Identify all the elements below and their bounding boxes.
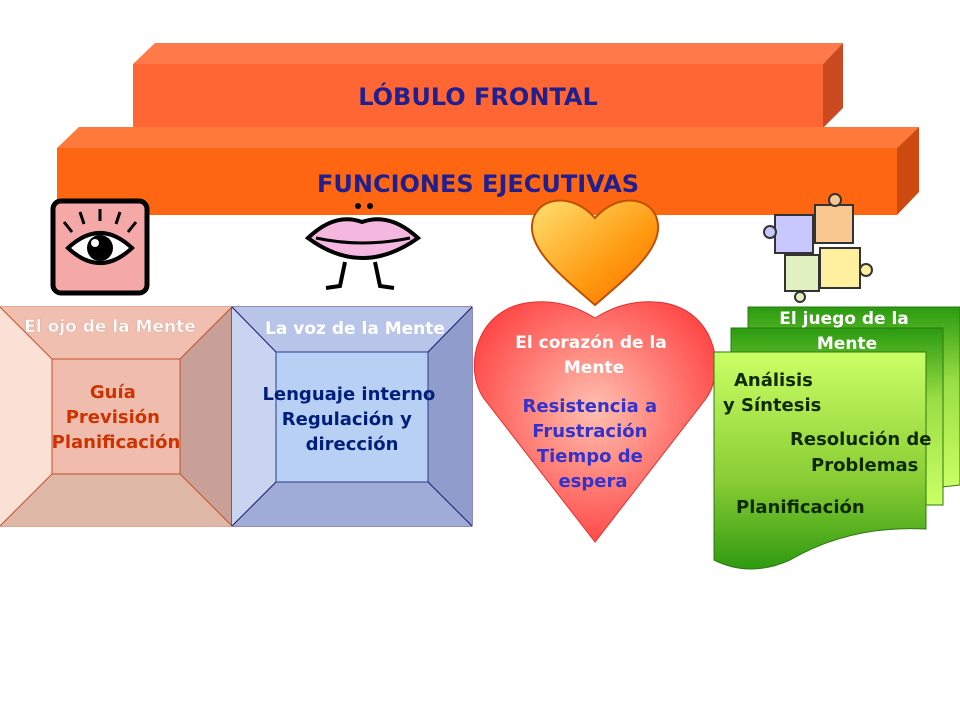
- card-line: Previsión: [66, 407, 160, 428]
- card-title: La voz de la Mente: [265, 319, 445, 339]
- banner-subtitle: FUNCIONES EJECUTIVAS: [317, 170, 639, 198]
- card-ojo-de-la-mente: El ojo de la Mente Guía Previsión Planif…: [0, 306, 233, 527]
- puzzle-icon: [763, 193, 873, 303]
- game-item: Problemas: [811, 455, 918, 476]
- card-title: Mente: [564, 358, 624, 378]
- svg-text:Lenguaje interno Regulac: Lenguaje interno Regulación y dirección: [262, 384, 441, 455]
- card-corazon-de-la-mente: El corazón de la Mente Resistencia a Fru…: [473, 301, 717, 543]
- card-line: Guía: [90, 382, 136, 403]
- card-line: Lenguaje interno: [262, 384, 435, 405]
- card-line: espera: [558, 471, 627, 492]
- eye-icon: [50, 198, 150, 296]
- card-title: Mente: [817, 334, 877, 354]
- card-line: Planificación: [52, 432, 181, 453]
- svg-text:Resistencia a Frustració: Resistencia a Frustración Tiempo de espe…: [523, 396, 664, 492]
- card-line: Tiempo de: [537, 446, 643, 467]
- card-line: Resistencia a: [523, 396, 658, 417]
- card-line: Regulación y: [282, 409, 412, 430]
- svg-text:El corazón de la Mente: El corazón de la Mente: [515, 333, 672, 378]
- svg-text:Guía Previsión Pla: Guía Previsión Planificación: [52, 382, 181, 453]
- card-line: dirección: [306, 434, 399, 455]
- card-line: Frustración: [532, 421, 647, 442]
- banner-title: LÓBULO FRONTAL: [358, 81, 598, 111]
- card-juego-de-la-mente: El juego de la Mente Análisis y Síntesis…: [713, 306, 960, 570]
- svg-text:El juego de la Mente: El juego de la Mente: [779, 309, 914, 354]
- game-item: Planificación: [736, 497, 865, 518]
- card-title: El juego de la: [779, 309, 909, 329]
- svg-text:Análisis y Síntesis: Análisis y Síntesis Resolución de Proble…: [723, 370, 938, 518]
- banner-funciones-ejecutivas: FUNCIONES EJECUTIVAS: [57, 127, 919, 215]
- card-voz-de-la-mente: La voz de la Mente Lenguaje interno Regu…: [231, 306, 473, 527]
- game-item: Análisis: [734, 370, 813, 391]
- lips-icon: [304, 203, 422, 290]
- game-item: Resolución de: [790, 429, 932, 450]
- heart-icon: [530, 199, 660, 307]
- game-item: y Síntesis: [723, 395, 821, 416]
- card-title: El ojo de la Mente: [24, 317, 196, 337]
- card-title: El corazón de la: [515, 333, 666, 353]
- banner-lobulo-frontal: LÓBULO FRONTAL: [133, 43, 843, 128]
